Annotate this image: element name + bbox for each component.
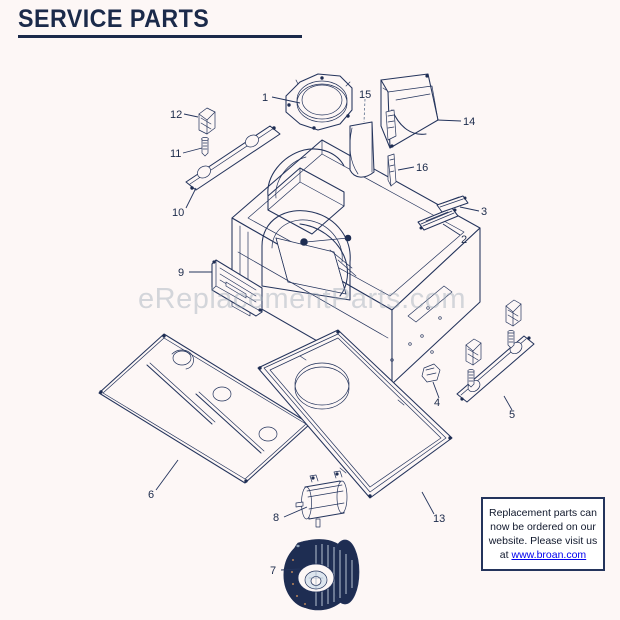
part-8-blower-motor — [295, 470, 348, 528]
part-4-mounting-clip — [421, 363, 441, 383]
callout-number-7: 7 — [270, 565, 276, 577]
hood-body-assembly — [231, 139, 481, 385]
callout-number-14: 14 — [463, 116, 475, 128]
callout-number-1: 1 — [262, 92, 268, 104]
notice-line-3: website. Please visit us — [488, 535, 598, 547]
callout-number-16: 16 — [416, 162, 428, 174]
part-14-damper-baffle — [380, 73, 439, 149]
part-11-screw — [201, 137, 209, 157]
replacement-parts-notice-box: Replacement parts can now be ordered on … — [481, 497, 605, 571]
callout-number-10: 10 — [172, 207, 184, 219]
part-3-filter-retainer-short — [436, 195, 469, 213]
part-2-filter-retainer-long — [417, 207, 459, 231]
callout-numbers: 1 2 3 4 5 6 7 8 9 10 11 12 13 14 15 16 — [148, 89, 515, 577]
callout-number-6: 6 — [148, 489, 154, 501]
callout-number-15: 15 — [359, 89, 371, 101]
notice-line-1: Replacement parts can — [489, 507, 597, 519]
part-12c-spring-clip — [465, 338, 482, 366]
part-11c-screw — [467, 369, 475, 388]
callout-number-4: 4 — [434, 397, 440, 409]
part-7-blower-wheel — [283, 539, 360, 611]
part-12b-spring-clip — [505, 299, 522, 327]
callout-number-12: 12 — [170, 109, 182, 121]
part-9-louvered-vent-bracket — [211, 259, 263, 317]
part-15-curved-deflector-plate — [349, 121, 375, 178]
callout-number-9: 9 — [178, 267, 184, 279]
callout-number-5: 5 — [509, 409, 515, 421]
part-11b-screw — [507, 330, 515, 349]
notice-text: Replacement parts can now be ordered on … — [488, 506, 598, 562]
part-1-blower-housing-cover — [285, 73, 353, 131]
part-13-hood-liner-panel — [257, 329, 453, 499]
callout-number-2: 2 — [461, 234, 467, 246]
callout-number-3: 3 — [481, 206, 487, 218]
part-10-lower-support-rail — [185, 125, 281, 191]
notice-line-4-prefix: at — [499, 549, 512, 561]
callout-leaders — [155, 96, 513, 571]
callout-number-8: 8 — [273, 512, 279, 524]
part-16-small-bracket-clip — [387, 153, 397, 187]
broan-website-link[interactable]: www.broan.com — [511, 549, 587, 561]
notice-line-2: now be ordered on our — [490, 521, 596, 533]
part-12-spring-clip — [198, 107, 216, 135]
part-6-grease-filter-assembly — [98, 333, 311, 484]
title-block: SERVICE PARTS — [18, 6, 338, 38]
title-underline-rule — [18, 35, 302, 38]
callout-number-11: 11 — [170, 148, 181, 160]
page-title: SERVICE PARTS — [18, 5, 210, 33]
callout-number-13: 13 — [433, 513, 445, 525]
